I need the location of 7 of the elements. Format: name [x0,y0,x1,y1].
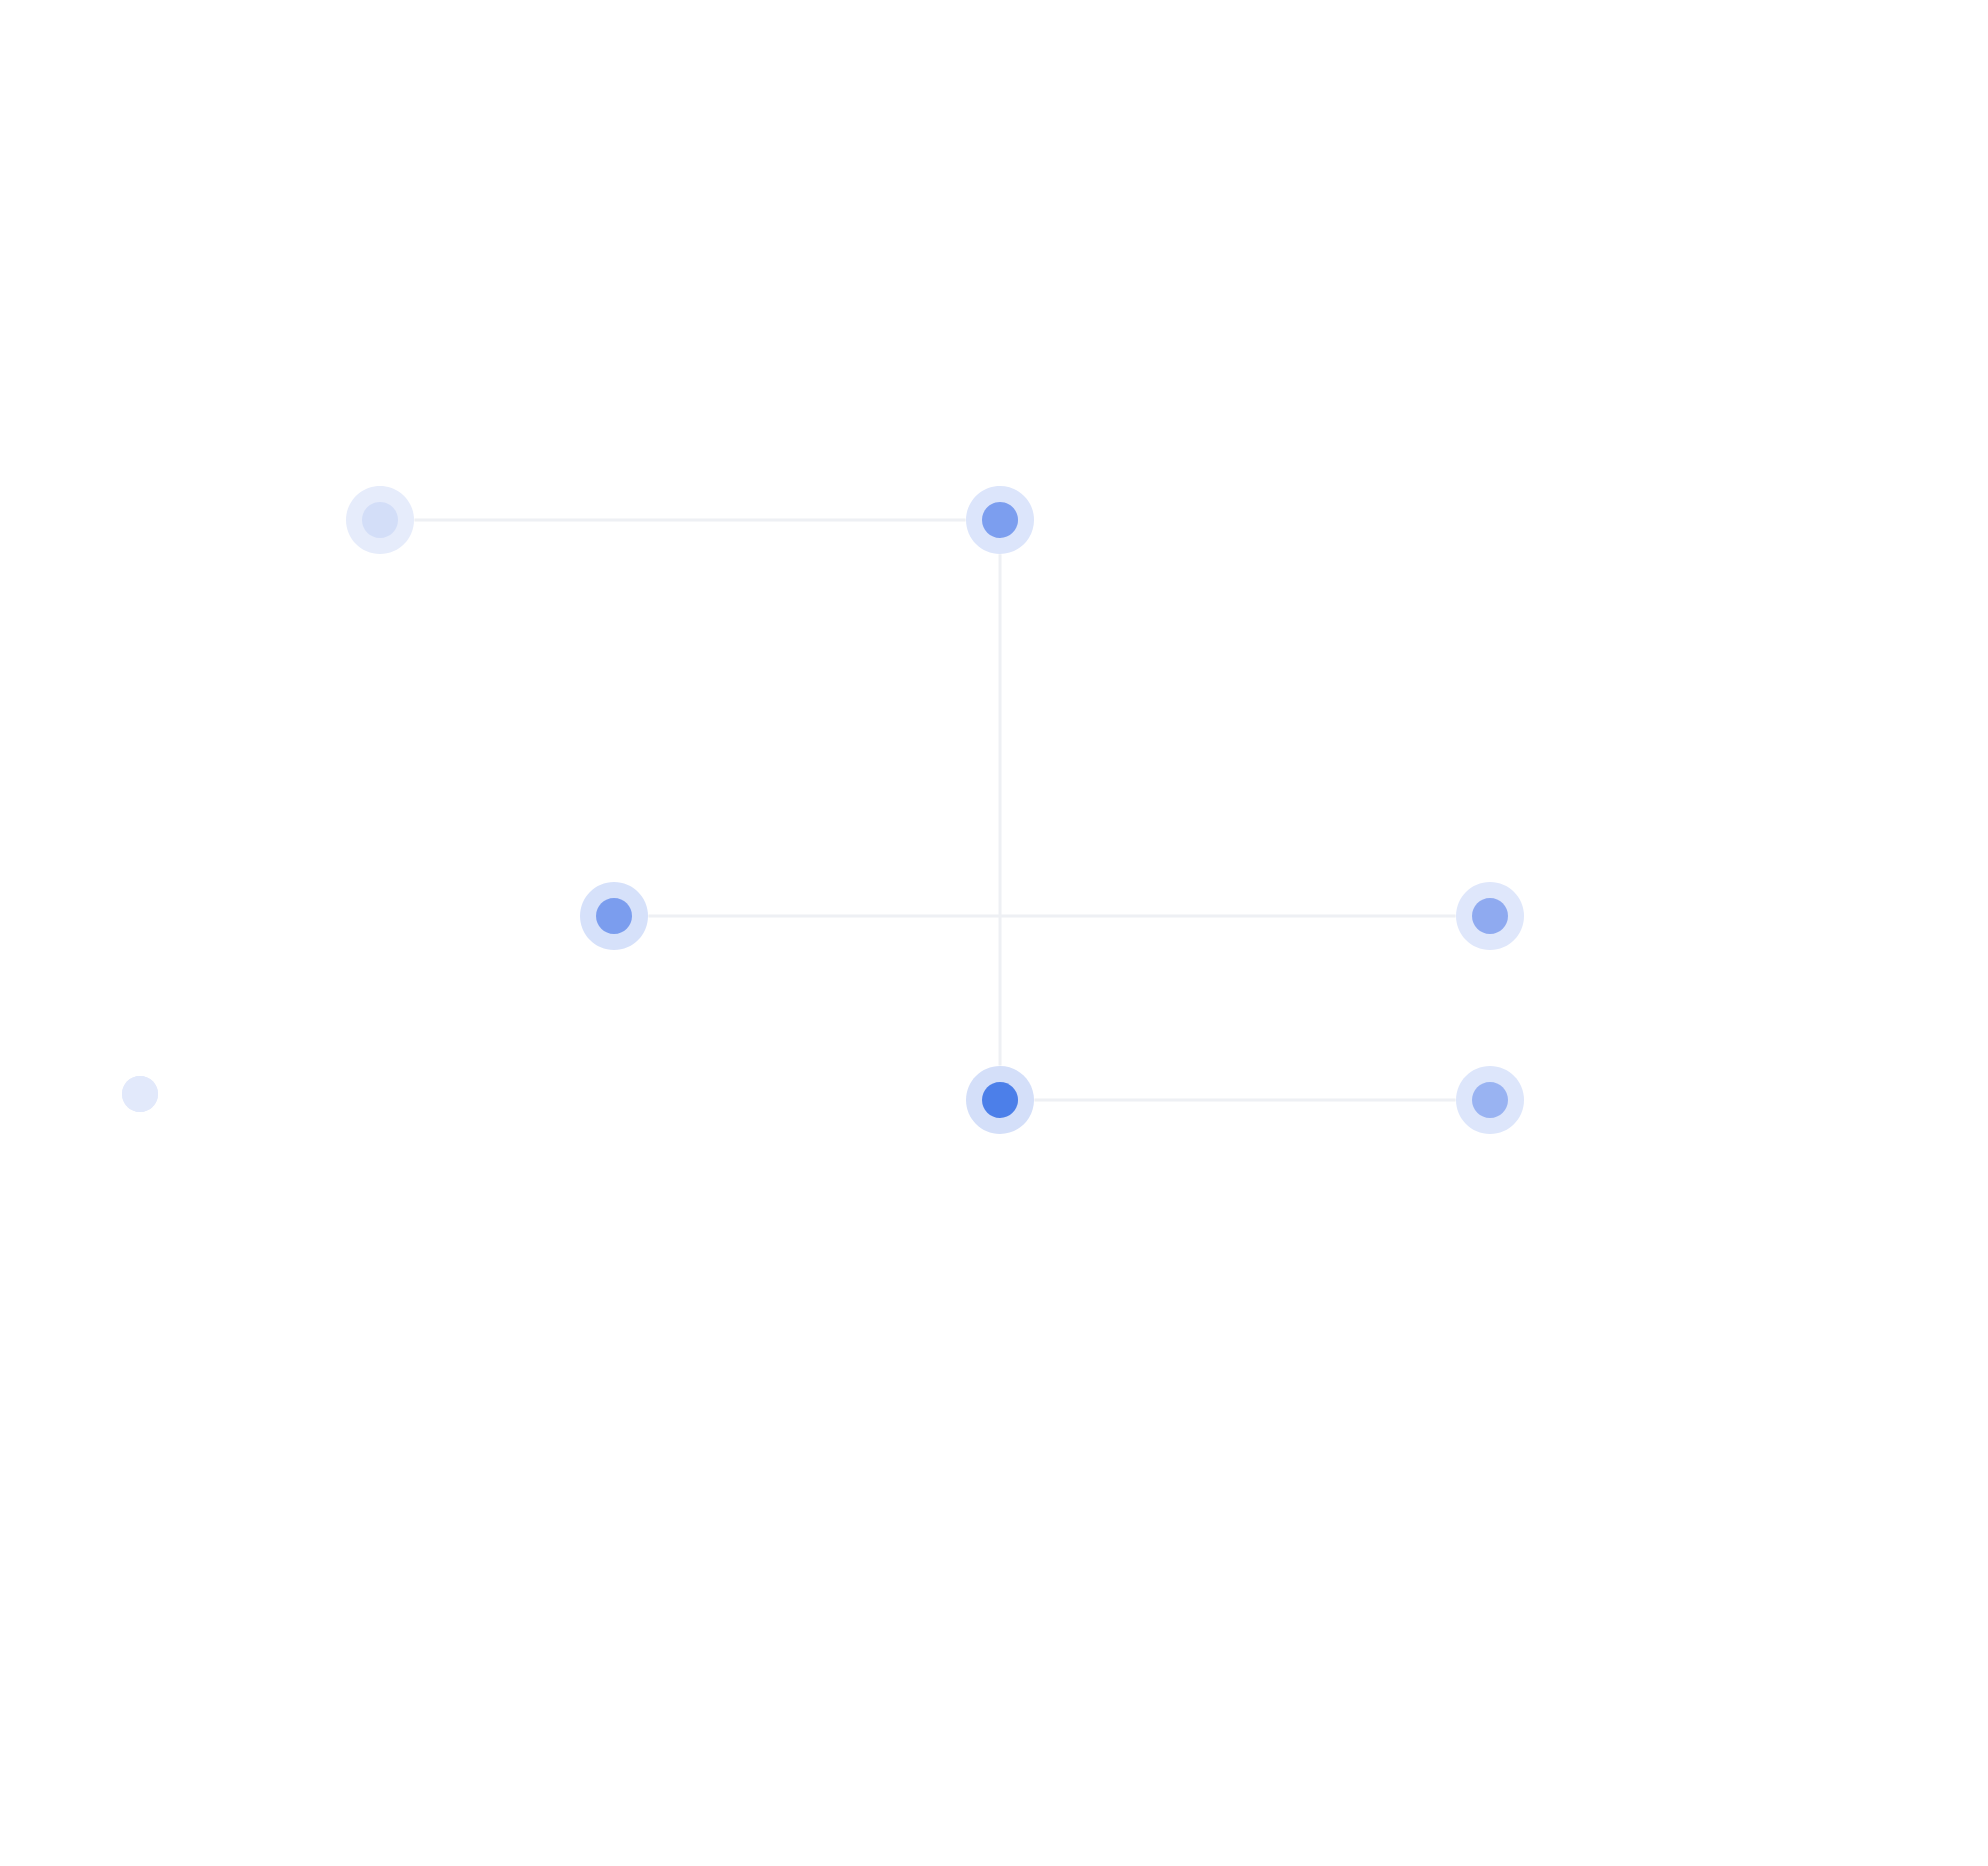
network-dot [1456,881,1524,950]
network-dot [580,881,648,950]
network-dot [966,1065,1034,1134]
network-dot [966,485,1034,554]
network-dot [122,1075,158,1112]
network-dot [346,485,414,554]
network-dot [1456,1065,1524,1134]
